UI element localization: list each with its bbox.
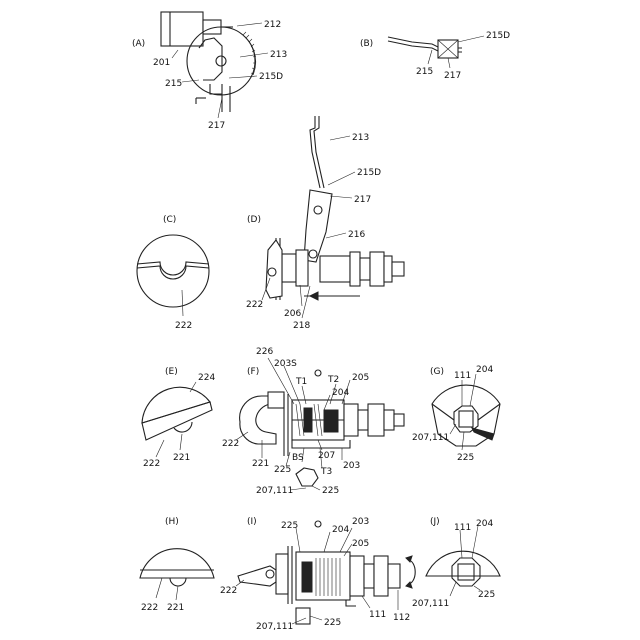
- hole-207-111: [296, 468, 318, 486]
- label-213: 213: [352, 133, 369, 143]
- label-204: 204: [476, 365, 493, 375]
- view-e: (E) 224 222 221: [142, 367, 215, 469]
- panel-label-e: (E): [165, 367, 178, 377]
- label-215: 215: [416, 67, 433, 77]
- label-222: 222: [220, 586, 237, 596]
- label-203: 203: [343, 461, 360, 471]
- panel-label-j: (J): [430, 517, 440, 527]
- label-bs: BS: [292, 453, 304, 463]
- panel-label-g: (G): [430, 367, 444, 377]
- label-205: 205: [352, 539, 369, 549]
- view-i: (I) 225 204 203 205 222 111 112 2: [220, 517, 415, 632]
- gear-213: [187, 27, 255, 95]
- view-c: (C) 222: [137, 215, 209, 331]
- label-204: 204: [332, 525, 349, 535]
- label-222: 222: [246, 300, 263, 310]
- label-225: 225: [281, 521, 298, 531]
- label-111: 111: [369, 610, 386, 620]
- label-212: 212: [264, 20, 281, 30]
- label-207-111: 207,111: [412, 433, 449, 443]
- label-216: 216: [348, 230, 365, 240]
- view-j: (J) 111 204 207,111 225: [412, 517, 500, 609]
- panel-label-c: (C): [163, 215, 176, 225]
- label-t2: T2: [327, 375, 339, 385]
- label-201: 201: [153, 58, 170, 68]
- label-204: 204: [332, 388, 349, 398]
- label-217: 217: [354, 195, 371, 205]
- label-213: 213: [270, 50, 287, 60]
- label-207-111: 207,111: [256, 622, 293, 632]
- label-111: 111: [454, 523, 471, 533]
- label-217: 217: [208, 121, 225, 131]
- panel-label-f: (F): [247, 367, 259, 377]
- label-205: 205: [352, 373, 369, 383]
- label-221: 221: [173, 453, 190, 463]
- label-225: 225: [457, 453, 474, 463]
- label-222: 222: [175, 321, 192, 331]
- label-215d: 215D: [486, 31, 510, 41]
- label-207-111: 207,111: [412, 599, 449, 609]
- knob-front-222: [137, 235, 209, 307]
- label-225-b: 225: [324, 618, 341, 628]
- panel-label-h: (H): [165, 517, 179, 527]
- label-225-b: 225: [322, 486, 339, 496]
- label-215d: 215D: [259, 72, 283, 82]
- label-225: 225: [274, 465, 291, 475]
- view-b: (B) 215D 215 217: [360, 31, 510, 81]
- label-112: 112: [393, 613, 410, 623]
- label-204: 204: [476, 519, 493, 529]
- panel-label-a: (A): [132, 39, 145, 49]
- panel-label-i: (I): [247, 517, 257, 527]
- label-111: 111: [454, 371, 471, 381]
- label-218: 218: [293, 321, 310, 331]
- view-h: (H) 222 221: [140, 517, 214, 613]
- knob-top-222: [140, 549, 214, 578]
- label-215d: 215D: [357, 168, 381, 178]
- knob-222: [238, 566, 276, 586]
- panel-label-d: (D): [247, 215, 261, 225]
- label-t1: T1: [295, 377, 307, 387]
- label-206: 206: [284, 309, 301, 319]
- label-221: 221: [252, 459, 269, 469]
- view-d: (D) 213 215D 217 216 222 206 218: [246, 116, 404, 331]
- label-222: 222: [143, 459, 160, 469]
- view-f: (F) 226 203S T1 T2 2: [222, 347, 404, 496]
- label-217: 217: [444, 71, 461, 81]
- label-224: 224: [198, 373, 215, 383]
- label-222: 222: [141, 603, 158, 613]
- label-203: 203: [352, 517, 369, 527]
- label-207: 207: [318, 451, 335, 461]
- view-a: (A) 212 213 201 215 215D 217: [132, 12, 287, 131]
- label-207-111: 207,111: [256, 486, 293, 496]
- label-221: 221: [167, 603, 184, 613]
- label-225: 225: [478, 590, 495, 600]
- label-203s: 203S: [274, 359, 297, 369]
- motor-201: [161, 12, 203, 46]
- view-g: (G) 111 204 207,111 225: [412, 365, 500, 463]
- label-215: 215: [165, 79, 182, 89]
- label-222: 222: [222, 439, 239, 449]
- label-t3: T3: [320, 467, 332, 477]
- panel-label-b: (B): [360, 39, 373, 49]
- label-226: 226: [256, 347, 273, 357]
